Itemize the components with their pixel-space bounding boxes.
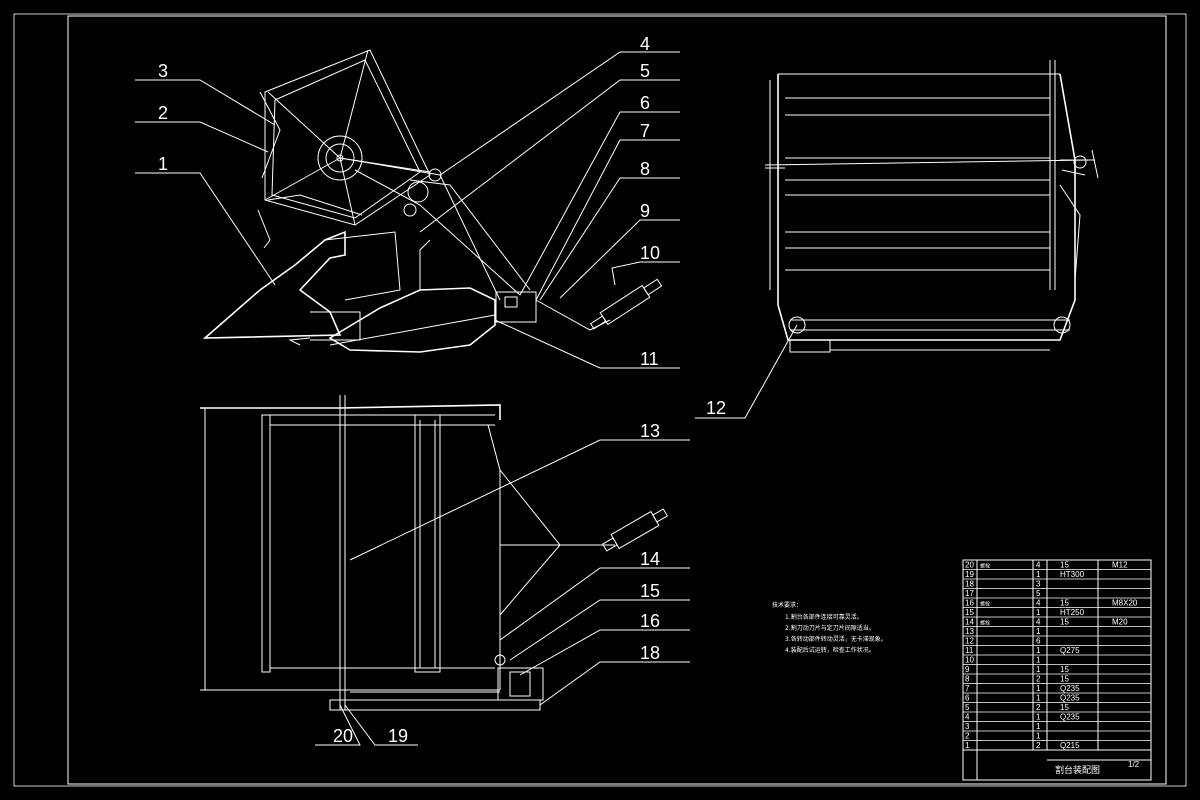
callout-1: 1 <box>158 154 168 174</box>
bom-cell-material: Q235 <box>1060 684 1080 693</box>
callout-13: 13 <box>640 421 660 441</box>
bom-cell-no: 8 <box>965 675 970 684</box>
bom-cell-qty: 2 <box>1036 741 1041 750</box>
bom-cell-no: 13 <box>965 627 974 636</box>
bom-cell-name: 螺栓 <box>980 563 990 570</box>
bom-cell-no: 20 <box>965 561 974 570</box>
callout-2: 2 <box>158 103 168 123</box>
callout-14: 14 <box>640 549 660 569</box>
bom-cell-qty: 1 <box>1036 722 1041 731</box>
bom-cell-qty: 1 <box>1036 608 1041 617</box>
bom-cell-material: Q235 <box>1060 713 1080 722</box>
bom-cell-material: 15 <box>1060 599 1069 608</box>
callout-leaders-side <box>135 51 680 369</box>
bom-cell-note: M8X20 <box>1112 599 1138 608</box>
bom-cell-no: 7 <box>965 684 970 693</box>
bom-cell-qty: 4 <box>1036 618 1041 627</box>
bom-cell-no: 12 <box>965 637 974 646</box>
bom-cell-qty: 2 <box>1036 703 1041 712</box>
leader-12 <box>695 324 798 419</box>
bom-cell-material: 15 <box>1060 618 1069 627</box>
top-view <box>200 395 668 711</box>
bom-cell-material: 15 <box>1060 675 1069 684</box>
notes-line: 4.装配后试运转，检查工作状况。 <box>785 646 875 654</box>
notes-line: 1.割台各部件连接可靠灵活。 <box>785 613 863 621</box>
bom-cell-qty: 4 <box>1036 599 1041 608</box>
bom-cell-note: M12 <box>1112 561 1128 570</box>
callout-12: 12 <box>706 398 726 418</box>
bom-cell-no: 18 <box>965 580 974 589</box>
bom-cell-material: 15 <box>1060 703 1069 712</box>
bom-cell-material: Q215 <box>1060 741 1080 750</box>
bom-cell-note: M20 <box>1112 618 1128 627</box>
callout-8: 8 <box>640 159 650 179</box>
bom-cell-material: HT250 <box>1060 608 1085 617</box>
inner-border <box>67 15 1167 785</box>
bom-cell-qty: 2 <box>1036 675 1041 684</box>
bom-cell-qty: 1 <box>1036 665 1041 674</box>
bom-cell-name: 螺栓 <box>980 620 990 627</box>
callout-9: 9 <box>640 201 650 221</box>
notes-line: 2.割刀动刀片与定刀片间隙适当。 <box>785 624 875 632</box>
bom-cell-no: 11 <box>965 646 974 655</box>
bom-cell-material: Q235 <box>1060 694 1080 703</box>
bom-cell-name: 螺栓 <box>980 601 990 608</box>
bom-cell-qty: 1 <box>1036 646 1041 655</box>
bom-cell-qty: 3 <box>1036 580 1041 589</box>
bom-cell-qty: 5 <box>1036 589 1041 598</box>
callout-6: 6 <box>640 93 650 113</box>
bom-cell-qty: 1 <box>1036 627 1041 636</box>
sheet-number: 1/2 <box>1128 760 1140 769</box>
callout-4: 4 <box>640 34 650 54</box>
bom-cell-material: 15 <box>1060 561 1069 570</box>
front-view <box>764 60 1099 353</box>
bom-cell-no: 15 <box>965 608 974 617</box>
bom-cell-no: 2 <box>965 732 970 741</box>
bom-cell-no: 4 <box>965 713 970 722</box>
bom-cell-no: 17 <box>965 589 974 598</box>
bom-cell-qty: 1 <box>1036 570 1041 579</box>
bom-cell-material: Q275 <box>1060 646 1080 655</box>
callout-10: 10 <box>640 243 660 263</box>
bom-cell-qty: 1 <box>1036 694 1041 703</box>
callout-11: 11 <box>640 349 659 369</box>
callout-5: 5 <box>640 61 650 81</box>
callout-20: 20 <box>333 726 353 746</box>
bom-cell-no: 3 <box>965 722 970 731</box>
bom-cell-no: 1 <box>965 741 970 750</box>
side-view <box>202 49 663 353</box>
bom-cell-qty: 6 <box>1036 637 1041 646</box>
bom-cell-qty: 4 <box>1036 561 1041 570</box>
callout-18: 18 <box>640 643 660 663</box>
callout-16: 16 <box>640 611 660 631</box>
callout-3: 3 <box>158 61 168 81</box>
bom-cell-no: 14 <box>965 618 974 627</box>
drawing-title: 割台装配图 <box>1055 764 1100 776</box>
bom-cell-no: 10 <box>965 656 974 665</box>
bom-cell-no: 16 <box>965 599 974 608</box>
callout-19: 19 <box>388 726 408 746</box>
outer-border <box>13 13 1187 787</box>
bom-cell-material: 15 <box>1060 665 1069 674</box>
bom-cell-material: HT300 <box>1060 570 1085 579</box>
bom-cell-qty: 1 <box>1036 656 1041 665</box>
callout-7: 7 <box>640 121 650 141</box>
callout-leaders-top <box>315 439 690 746</box>
technical-notes: 技术要求： 1.割台各部件连接可靠灵活。 2.割刀动刀片与定刀片间隙适当。 3.… <box>772 601 887 654</box>
bom-cell-qty: 1 <box>1036 732 1041 741</box>
bom-cell-qty: 1 <box>1036 684 1041 693</box>
bom-cell-qty: 1 <box>1036 713 1041 722</box>
bom-cell-no: 6 <box>965 694 970 703</box>
callout-15: 15 <box>640 581 660 601</box>
bom-cell-no: 5 <box>965 703 970 712</box>
bom-cell-no: 19 <box>965 570 974 579</box>
bom-cell-no: 9 <box>965 665 970 674</box>
notes-line: 3.各转动部件转动灵活，无卡滞现象。 <box>785 635 887 643</box>
notes-heading: 技术要求： <box>772 601 802 609</box>
